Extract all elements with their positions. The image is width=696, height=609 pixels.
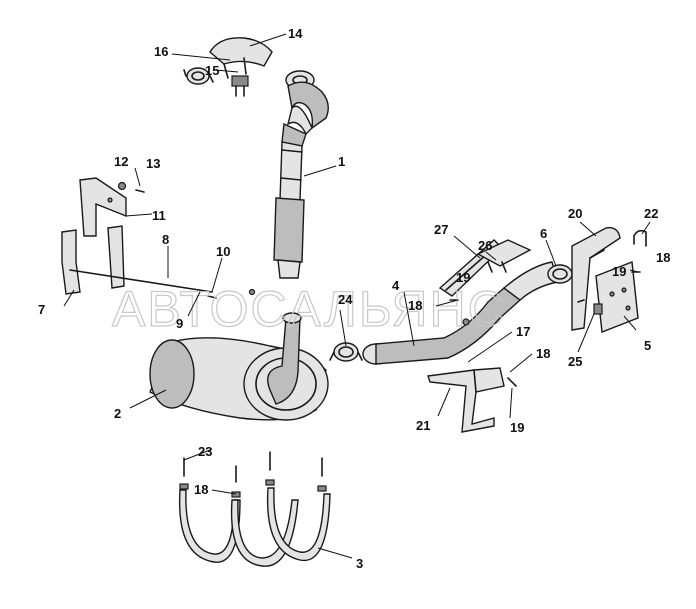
part-bolt-washer bbox=[117, 181, 145, 193]
part-inner-strut bbox=[107, 225, 125, 289]
part-connecting-pipe bbox=[362, 261, 559, 365]
callout-7: 7 bbox=[38, 302, 45, 317]
part-left-strut bbox=[61, 229, 81, 295]
callout-11: 11 bbox=[152, 208, 166, 223]
callout-9: 9 bbox=[176, 316, 183, 331]
callout-4: 4 bbox=[392, 278, 400, 293]
callout-labels: 14 16 15 1 12 13 11 8 10 7 9 2 24 4 18 1… bbox=[38, 26, 670, 571]
callout-8: 8 bbox=[162, 232, 169, 247]
callout-17: 17 bbox=[516, 324, 530, 339]
part-muffler bbox=[149, 312, 329, 421]
callout-16: 16 bbox=[154, 44, 168, 59]
part-vertical-exhaust-pipe bbox=[273, 70, 329, 279]
part-support-bracket bbox=[427, 367, 505, 433]
callout-14: 14 bbox=[288, 26, 303, 41]
callout-21: 21 bbox=[416, 418, 430, 433]
callout-1: 1 bbox=[338, 154, 345, 169]
callout-22: 22 bbox=[644, 206, 658, 221]
callout-24: 24 bbox=[338, 292, 353, 307]
part-small-bracket bbox=[593, 303, 603, 315]
callout-13: 13 bbox=[146, 156, 160, 171]
leader-lines bbox=[63, 33, 651, 559]
callout-12: 12 bbox=[114, 154, 128, 169]
callout-27: 27 bbox=[434, 222, 448, 237]
part-upper-left-bracket bbox=[79, 177, 127, 237]
part-rain-cap bbox=[209, 37, 273, 97]
callout-5: 5 bbox=[644, 338, 651, 353]
callout-15: 15 bbox=[205, 63, 219, 78]
callout-25: 25 bbox=[568, 354, 582, 369]
part-u-straps bbox=[178, 487, 331, 567]
callout-2: 2 bbox=[114, 406, 121, 421]
part-tail-pipe bbox=[571, 227, 621, 331]
callout-23: 23 bbox=[198, 444, 212, 459]
part-clamp-mid bbox=[329, 342, 363, 362]
part-strap-bolts bbox=[179, 451, 327, 498]
callout-19-mid: 19 bbox=[456, 270, 470, 285]
callout-26: 26 bbox=[478, 238, 492, 253]
callout-18-straps: 18 bbox=[194, 482, 208, 497]
callout-18-right: 18 bbox=[656, 250, 670, 265]
part-cross-rod bbox=[69, 269, 217, 299]
callout-10: 10 bbox=[216, 244, 230, 259]
part-hook bbox=[633, 229, 647, 247]
callout-18-lower: 18 bbox=[536, 346, 550, 361]
part-pipe-bracket bbox=[476, 239, 532, 273]
part-clamp-upper-left bbox=[183, 67, 214, 85]
callout-18-mid: 18 bbox=[408, 298, 422, 313]
callout-20: 20 bbox=[568, 206, 582, 221]
callout-6: 6 bbox=[540, 226, 547, 241]
callout-19-lower: 19 bbox=[510, 420, 524, 435]
callout-3: 3 bbox=[356, 556, 363, 571]
callout-19-right: 19 bbox=[612, 264, 626, 279]
watermark-text: АВТОСАЛЬЯНС bbox=[112, 281, 506, 337]
part-clamp-right bbox=[547, 264, 573, 284]
